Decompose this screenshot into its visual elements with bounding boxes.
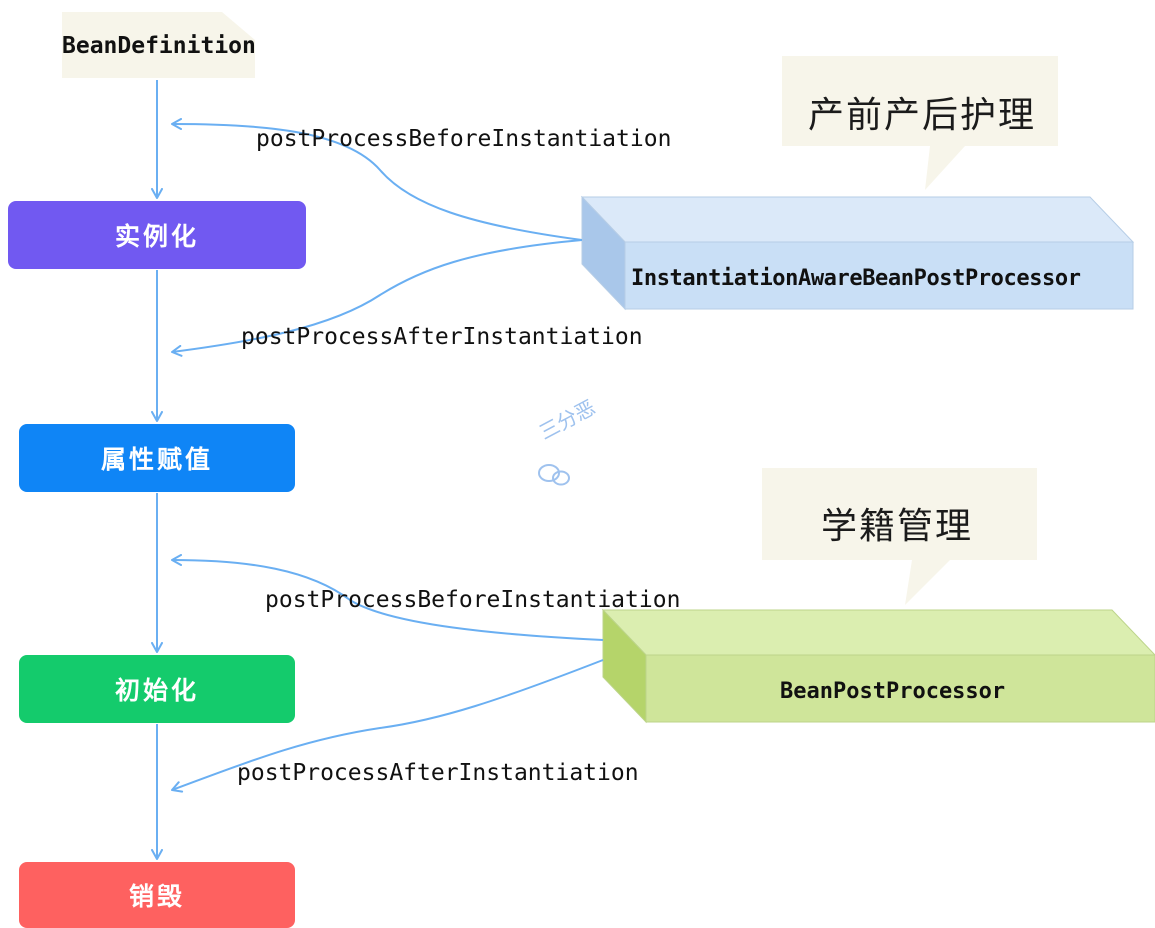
start-label: BeanDefinition	[62, 33, 256, 59]
hook-arrows	[171, 118, 604, 793]
processor-label-instantiation: InstantiationAwareBeanPostProcessor	[631, 266, 1081, 291]
callout-bubble-instantiation	[782, 56, 1058, 190]
method-label-1: postProcessBeforeInstantiation	[256, 126, 672, 152]
processor-label-beanpostprocessor: BeanPostProcessor	[780, 679, 1006, 704]
callout-bubble-beanpostprocessor	[762, 468, 1037, 605]
processor-box-beanpostprocessor	[601, 608, 1155, 724]
stage-instantiation: 实例化	[8, 201, 306, 269]
hook-arrow-after-initialization	[171, 659, 604, 793]
callout-instantiation-text: 产前产后护理	[808, 95, 1037, 136]
stage-populate-properties: 属性赋值	[19, 424, 295, 492]
hook-arrow-after-instantiation	[171, 239, 583, 357]
processor-box-instantiation	[580, 195, 1135, 311]
method-label-4: postProcessAfterInstantiation	[237, 760, 639, 786]
stage-initialization: 初始化	[19, 655, 295, 723]
stage-destruction: 销毁	[19, 862, 295, 928]
hook-arrow-before-instantiation	[171, 118, 583, 241]
hook-arrow-before-initialization	[171, 554, 604, 641]
callout-beanpostprocessor-text: 学籍管理	[821, 506, 974, 547]
method-label-2: postProcessAfterInstantiation	[241, 324, 643, 350]
start-note	[62, 12, 255, 78]
wechat-icon	[538, 464, 570, 486]
method-label-3: postProcessBeforeInstantiation	[265, 587, 681, 613]
